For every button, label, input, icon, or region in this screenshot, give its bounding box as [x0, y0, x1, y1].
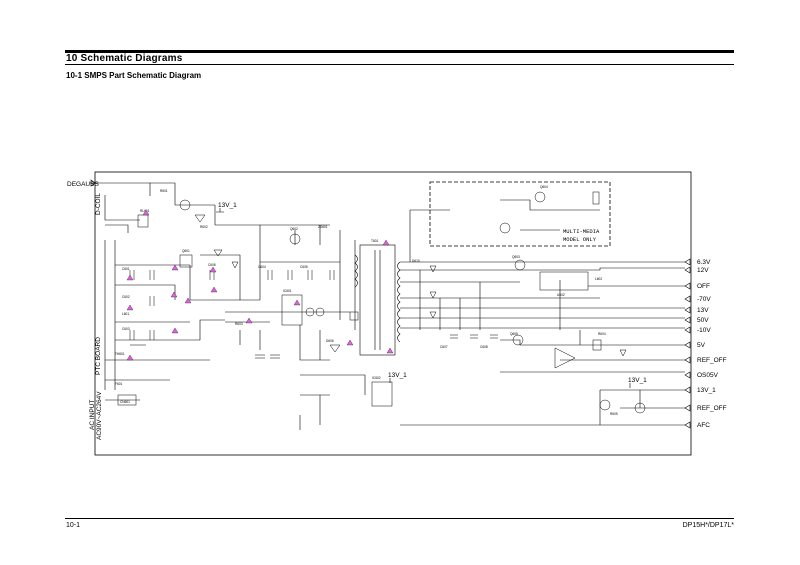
net-13v-1-mid: 13V_1 [388, 372, 407, 383]
d606-label: D606 [326, 339, 334, 343]
c604-label: C604 [258, 265, 266, 269]
u602-label: U602 [557, 293, 565, 297]
right-output-labels: 6.3V 12V OFF -70V 13V 50V -10V 5V REF_OF… [684, 258, 727, 429]
output-6-3v: 6.3V [684, 258, 711, 266]
ic601-label: IC601 [283, 289, 292, 293]
net-13v-1-top: 13V_1 [216, 202, 237, 213]
svg-text:6.3V: 6.3V [697, 259, 711, 266]
secondary-component-labels: U602 Q603 Q604 Q605 D610 C607 C608 R604 … [412, 185, 618, 416]
d-coil-label: D-COIL [95, 193, 102, 215]
output-off: OFF [684, 282, 710, 290]
subsection-title: 10-1 SMPS Part Schematic Diagram [66, 71, 202, 80]
svg-text:REF_OFF: REF_OFF [697, 405, 727, 412]
transformer-t601 [354, 244, 401, 356]
svg-text:OS05V: OS05V [697, 372, 719, 379]
output-12v: 12V [684, 266, 709, 274]
primary-wiring [150, 224, 366, 430]
svg-text:12V: 12V [697, 267, 709, 274]
q604-label: Q604 [540, 185, 548, 189]
th601-label: TH601 [115, 352, 125, 356]
svg-text:13V_1: 13V_1 [628, 377, 647, 384]
l601-label: L601 [122, 312, 129, 316]
left-input-wiring [90, 182, 216, 401]
svg-text:OFF: OFF [697, 283, 710, 290]
r605-label: R605 [610, 412, 618, 416]
ptc-board-label: PTC BOARD [95, 337, 102, 375]
r602-label: R602 [200, 225, 208, 229]
svg-text:-10V: -10V [697, 327, 711, 334]
ac-range-label: AC90V~AC264V [96, 391, 103, 440]
d610-label: D610 [412, 259, 420, 263]
output-5v: 5V [684, 341, 706, 349]
c608-label: C608 [480, 345, 488, 349]
t601-label: T601 [371, 239, 378, 243]
output-ref-off: REF_OFF [684, 356, 727, 364]
schematic-frame [94, 171, 692, 456]
svg-text:REF_OFF: REF_OFF [697, 357, 727, 364]
warning-triangles [126, 209, 394, 361]
input-components [117, 199, 206, 406]
degauss-label: DEGAUSS [67, 181, 99, 188]
page-number: 10-1 [66, 522, 81, 529]
c607-label: C607 [440, 345, 448, 349]
q603-label: Q603 [512, 255, 520, 259]
r604-label: R604 [598, 332, 606, 336]
footer-rule [65, 518, 734, 519]
output-os05v: OS05V [684, 371, 719, 379]
svg-text:-70V: -70V [697, 296, 711, 303]
multimedia-block: MULTI-MEDIA MODEL ONLY [429, 181, 611, 247]
model-number: DP15H*/DP17L* [682, 522, 734, 529]
output-minus-10v: -10V [684, 326, 711, 334]
f601-label: F601 [115, 382, 122, 386]
c606-label: C606 [208, 263, 216, 267]
output-afc: AFC [684, 421, 710, 429]
output-50v: 50V [684, 316, 709, 324]
q602-label: Q602 [290, 227, 298, 231]
output-13v-1: 13V_1 [684, 386, 716, 394]
multimedia-note-line2: MODEL ONLY [563, 236, 597, 243]
zd601-label: ZD601 [318, 225, 328, 229]
c601-label: C601 [122, 267, 130, 271]
secondary-components [429, 191, 646, 414]
svg-text:13V_1: 13V_1 [697, 387, 716, 394]
ic602-label: IC602 [372, 376, 381, 380]
multimedia-note-line1: MULTI-MEDIA [563, 228, 600, 235]
primary-components [209, 233, 393, 407]
svg-text:13V_1: 13V_1 [218, 202, 237, 209]
c605-label: C605 [300, 265, 308, 269]
cn601-label: CN601 [120, 400, 130, 404]
r601-label: R601 [160, 189, 168, 193]
svg-text:13V_1: 13V_1 [388, 372, 407, 379]
q601-label: Q601 [182, 249, 190, 253]
svg-text:13V: 13V [697, 307, 709, 314]
secondary-wiring [400, 199, 685, 426]
left-degauss-label: DEGAUSS [67, 179, 99, 188]
c603-label: C603 [122, 327, 130, 331]
section-title: 10 Schematic Diagrams [66, 53, 183, 64]
input-component-labels: RL601 Q601 C601 C602 L601 C603 TH601 F60… [115, 189, 208, 404]
l602-label: L602 [595, 277, 602, 281]
svg-text:50V: 50V [697, 317, 709, 324]
rl601-label: RL601 [140, 209, 150, 213]
ac-input-label: AC INPUT [89, 400, 96, 430]
svg-text:AFC: AFC [697, 422, 710, 429]
net-13v-1-right: 13V_1 [628, 377, 647, 388]
svg-text:5V: 5V [697, 342, 706, 349]
q605-label: Q605 [510, 332, 518, 336]
c602-label: C602 [122, 295, 130, 299]
output-13v: 13V [684, 306, 709, 314]
header-rule [65, 50, 734, 53]
primary-component-labels: IC601 Q602 C604 C605 R603 D606 IC602 ZD6… [208, 225, 381, 380]
output-ref-off-2: REF_OFF [684, 404, 727, 412]
header-underline [65, 64, 734, 65]
output-minus-70v: -70V [684, 295, 711, 303]
r603-label: R603 [235, 322, 243, 326]
